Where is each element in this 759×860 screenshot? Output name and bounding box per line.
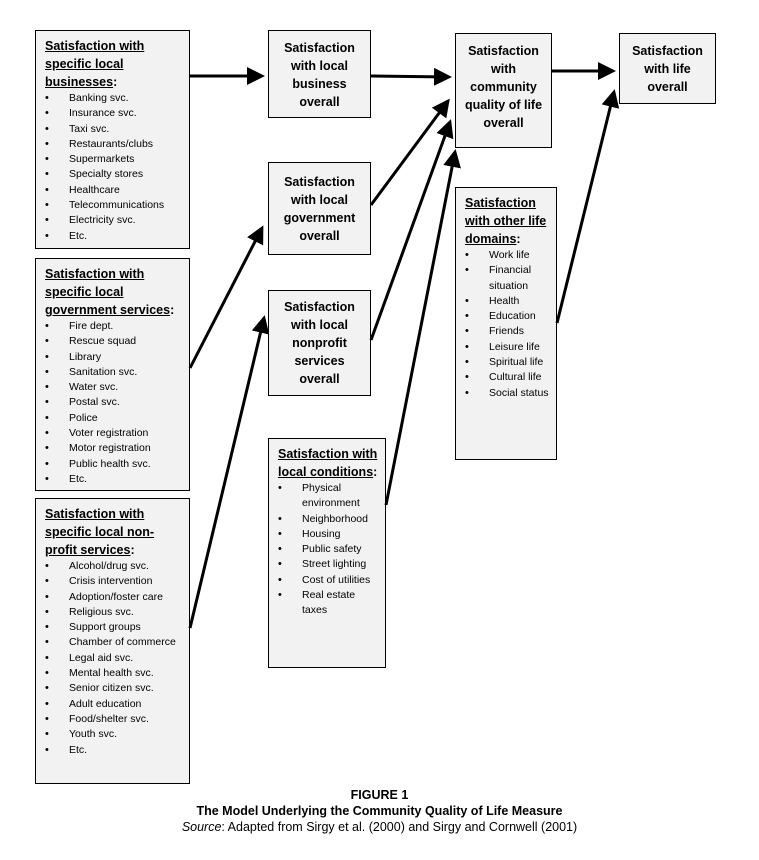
- nonprofit-services-box: Satisfaction with specific local non-pro…: [35, 498, 190, 784]
- list-item: Postal svc.: [45, 395, 183, 411]
- list-item: Sanitation svc.: [45, 365, 183, 381]
- list-item: Support groups: [45, 620, 183, 636]
- list-item: Library: [45, 350, 183, 366]
- list-item: Insurance svc.: [45, 106, 183, 122]
- list-item: Cost of utilities: [278, 573, 379, 589]
- list-item: Public health svc.: [45, 457, 183, 473]
- box-label: Satisfaction with local government overa…: [283, 174, 356, 243]
- list-item: Work life: [465, 248, 550, 264]
- item-list: Physical environmentNeighborhoodHousingP…: [278, 481, 379, 619]
- list-item: Health: [465, 294, 550, 310]
- figure-source: Source: Adapted from Sirgy et al. (2000)…: [181, 820, 578, 834]
- list-item: Chamber of commerce: [45, 635, 183, 651]
- list-item: Water svc.: [45, 380, 183, 396]
- life-overall-box: Satisfaction with life overall: [619, 33, 716, 104]
- list-item: Supermarkets: [45, 152, 183, 168]
- box-heading: Satisfaction with local conditions:: [278, 447, 378, 479]
- list-item: Street lighting: [278, 557, 379, 573]
- community-overall-box: Satisfaction with community quality of l…: [455, 33, 552, 148]
- arrow: [188, 225, 264, 369]
- business-overall-box: Satisfaction with local business overall: [268, 30, 371, 118]
- box-label: Satisfaction with local business overall: [284, 41, 355, 109]
- arrow: [384, 149, 461, 506]
- list-item: Voter registration: [45, 426, 183, 442]
- item-list: Work lifeFinancial situationHealthEducat…: [465, 248, 550, 401]
- arrow: [369, 98, 450, 206]
- list-item: Friends: [465, 324, 550, 340]
- local-businesses-box: Satisfaction with specific local busines…: [35, 30, 190, 249]
- list-item: Banking svc.: [45, 91, 183, 107]
- arrow: [370, 67, 452, 86]
- list-item: Youth svc.: [45, 727, 183, 743]
- nonprofit-overall-box: Satisfaction with local nonprofit servic…: [268, 290, 371, 396]
- list-item: Healthcare: [45, 183, 183, 199]
- list-item: Spiritual life: [465, 355, 550, 371]
- list-item: Financial situation: [465, 263, 550, 294]
- list-item: Neighborhood: [278, 512, 379, 528]
- list-item: Housing: [278, 527, 379, 543]
- list-item: Etc.: [45, 472, 183, 488]
- list-item: Police: [45, 411, 183, 427]
- item-list: Banking svc.Insurance svc.Taxi svc.Resta…: [45, 91, 183, 244]
- list-item: Electricity svc.: [45, 213, 183, 229]
- box-label: Satisfaction with life overall: [632, 44, 703, 94]
- list-item: Telecommunications: [45, 198, 183, 214]
- list-item: Etc.: [45, 229, 183, 245]
- box-heading: Satisfaction with specific local governm…: [45, 267, 175, 317]
- list-item: Crisis intervention: [45, 574, 183, 590]
- box-label: Satisfaction with community quality of l…: [464, 44, 543, 130]
- arrow: [188, 315, 270, 629]
- local-conditions-box: Satisfaction with local conditions: Phys…: [268, 438, 386, 668]
- figure-title: The Model Underlying the Community Quali…: [196, 804, 563, 818]
- list-item: Public safety: [278, 542, 379, 558]
- item-list: Fire dept.Rescue squadLibrarySanitation …: [45, 319, 183, 488]
- list-item: Real estate taxes: [278, 588, 379, 619]
- list-item: Etc.: [45, 743, 183, 759]
- list-item: Motor registration: [45, 441, 183, 457]
- box-heading: Satisfaction with specific local busines…: [45, 39, 145, 89]
- list-item: Education: [465, 309, 550, 325]
- arrow: [369, 119, 454, 341]
- list-item: Leisure life: [465, 340, 550, 356]
- government-services-box: Satisfaction with specific local governm…: [35, 258, 190, 491]
- government-overall-box: Satisfaction with local government overa…: [268, 162, 371, 255]
- box-heading: Satisfaction with other life domains:: [465, 196, 547, 246]
- list-item: Adult education: [45, 697, 183, 713]
- list-item: Physical environment: [278, 481, 379, 512]
- list-item: Food/shelter svc.: [45, 712, 183, 728]
- box-heading: Satisfaction with specific local non-pro…: [45, 507, 155, 557]
- list-item: Adoption/foster care: [45, 590, 183, 606]
- box-label: Satisfaction with local nonprofit servic…: [284, 300, 355, 386]
- list-item: Religious svc.: [45, 605, 183, 621]
- list-item: Cultural life: [465, 370, 550, 386]
- list-item: Mental health svc.: [45, 666, 183, 682]
- item-list: Alcohol/drug svc.Crisis interventionAdop…: [45, 559, 183, 758]
- other-life-domains-box: Satisfaction with other life domains: Wo…: [455, 187, 557, 460]
- list-item: Specialty stores: [45, 167, 183, 183]
- list-item: Legal aid svc.: [45, 651, 183, 667]
- list-item: Alcohol/drug svc.: [45, 559, 183, 575]
- arrow: [555, 89, 620, 324]
- figure-number: FIGURE 1: [350, 788, 409, 802]
- list-item: Senior citizen svc.: [45, 681, 183, 697]
- list-item: Rescue squad: [45, 334, 183, 350]
- list-item: Fire dept.: [45, 319, 183, 335]
- list-item: Taxi svc.: [45, 122, 183, 138]
- list-item: Restaurants/clubs: [45, 137, 183, 153]
- list-item: Social status: [465, 386, 550, 402]
